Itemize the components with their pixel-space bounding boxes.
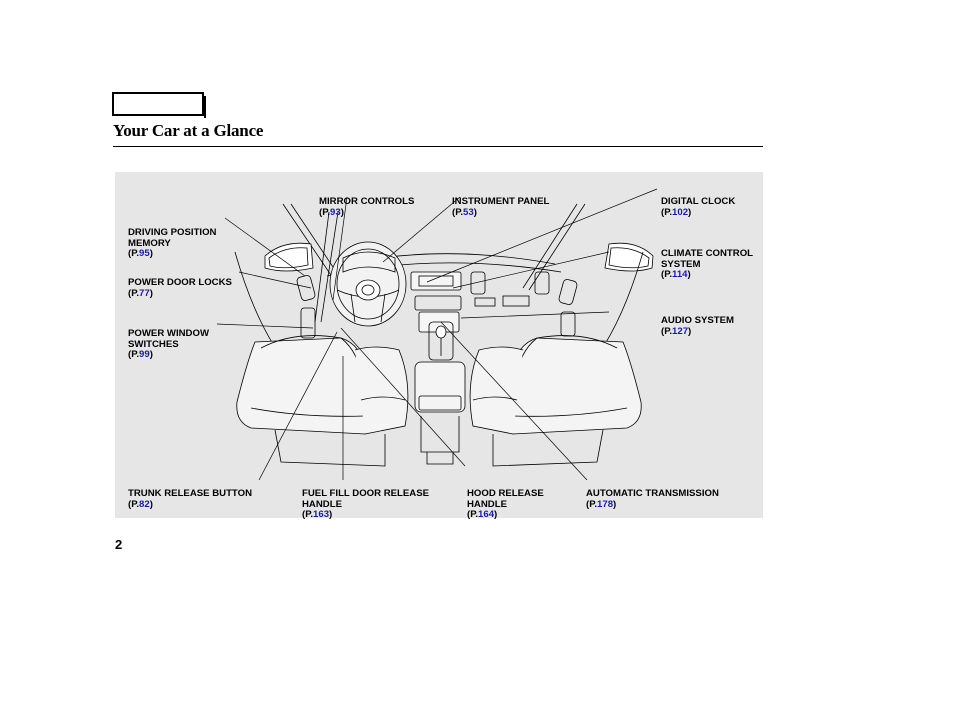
page-link-82[interactable]: 82 — [139, 498, 150, 510]
callout-power-window-switches: POWER WINDOW SWITCHES (P.99) — [128, 318, 209, 372]
callout-climate-control-system-label: CLIMATE CONTROL SYSTEM — [661, 247, 754, 270]
car-interior-illustration — [216, 188, 658, 481]
callout-digital-clock-label: DIGITAL CLOCK — [661, 195, 736, 207]
callout-fuel-fill-door-release-handle-label: FUEL FILL DOOR RELEASE HANDLE — [302, 487, 430, 510]
callout-audio-system-ref: (P.127) — [661, 325, 692, 337]
callout-power-window-switches-label: POWER WINDOW SWITCHES — [128, 327, 210, 350]
callout-trunk-release-button: TRUNK RELEASE BUTTON (P.82) — [128, 478, 252, 521]
page-link-127[interactable]: 127 — [672, 325, 689, 337]
callout-mirror-controls: MIRROR CONTROLS (P.93) — [319, 186, 414, 229]
callout-automatic-transmission: AUTOMATIC TRANSMISSION (P.178) — [586, 478, 719, 521]
page-link-163[interactable]: 163 — [313, 509, 330, 521]
page-link-77[interactable]: 77 — [139, 287, 150, 299]
callout-automatic-transmission-ref: (P.178) — [586, 498, 617, 510]
callout-power-door-locks-ref: (P.77) — [128, 287, 153, 299]
callout-digital-clock-ref: (P.102) — [661, 206, 692, 218]
page-number: 2 — [115, 537, 123, 552]
callout-power-window-switches-ref: (P.99) — [128, 349, 153, 361]
callout-audio-system: AUDIO SYSTEM (P.127) — [661, 305, 734, 348]
callout-trunk-release-button-ref: (P.82) — [128, 498, 153, 510]
callout-driving-position-memory-ref: (P.95) — [128, 248, 153, 260]
callout-hood-release-handle: HOOD RELEASE HANDLE (P.164) — [467, 478, 544, 532]
callout-driving-position-memory-label: DRIVING POSITION MEMORY — [128, 226, 217, 249]
callout-mirror-controls-ref: (P.93) — [319, 206, 344, 218]
title-rule — [113, 146, 763, 147]
page-link-164[interactable]: 164 — [478, 509, 495, 521]
callout-climate-control-system: CLIMATE CONTROL SYSTEM (P.114) — [661, 238, 753, 292]
page-link-178[interactable]: 178 — [597, 498, 614, 510]
callout-digital-clock: DIGITAL CLOCK (P.102) — [661, 186, 735, 229]
callout-power-door-locks-label: POWER DOOR LOCKS — [128, 276, 232, 288]
page-link-102[interactable]: 102 — [672, 206, 689, 218]
callout-driving-position-memory: DRIVING POSITION MEMORY (P.95) — [128, 217, 217, 271]
callout-hood-release-handle-ref: (P.164) — [467, 509, 498, 521]
callout-audio-system-label: AUDIO SYSTEM — [661, 314, 735, 326]
page-link-114[interactable]: 114 — [672, 269, 688, 281]
callout-instrument-panel: INSTRUMENT PANEL (P.53) — [452, 186, 549, 229]
page-link-53[interactable]: 53 — [463, 206, 474, 218]
callout-instrument-panel-ref: (P.53) — [452, 206, 477, 218]
callout-mirror-controls-label: MIRROR CONTROLS — [319, 195, 415, 207]
page-link-99[interactable]: 99 — [139, 349, 150, 361]
callout-instrument-panel-label: INSTRUMENT PANEL — [452, 195, 550, 207]
page-link-93[interactable]: 93 — [330, 206, 341, 218]
section-tab-box — [112, 92, 206, 118]
callout-fuel-fill-door-release-handle-ref: (P.163) — [302, 509, 333, 521]
callout-climate-control-system-ref: (P.114) — [661, 269, 691, 281]
car-interior-figure: MIRROR CONTROLS (P.93) INSTRUMENT PANEL … — [115, 172, 763, 521]
callout-power-door-locks: POWER DOOR LOCKS (P.77) — [128, 267, 232, 310]
page-title: Your Car at a Glance — [113, 121, 264, 140]
callout-automatic-transmission-label: AUTOMATIC TRANSMISSION — [586, 487, 719, 499]
page-link-95[interactable]: 95 — [139, 248, 150, 260]
callout-fuel-fill-door-release-handle: FUEL FILL DOOR RELEASE HANDLE (P.163) — [302, 478, 429, 532]
callout-hood-release-handle-label: HOOD RELEASE HANDLE — [467, 487, 544, 510]
callout-trunk-release-button-label: TRUNK RELEASE BUTTON — [128, 487, 253, 499]
